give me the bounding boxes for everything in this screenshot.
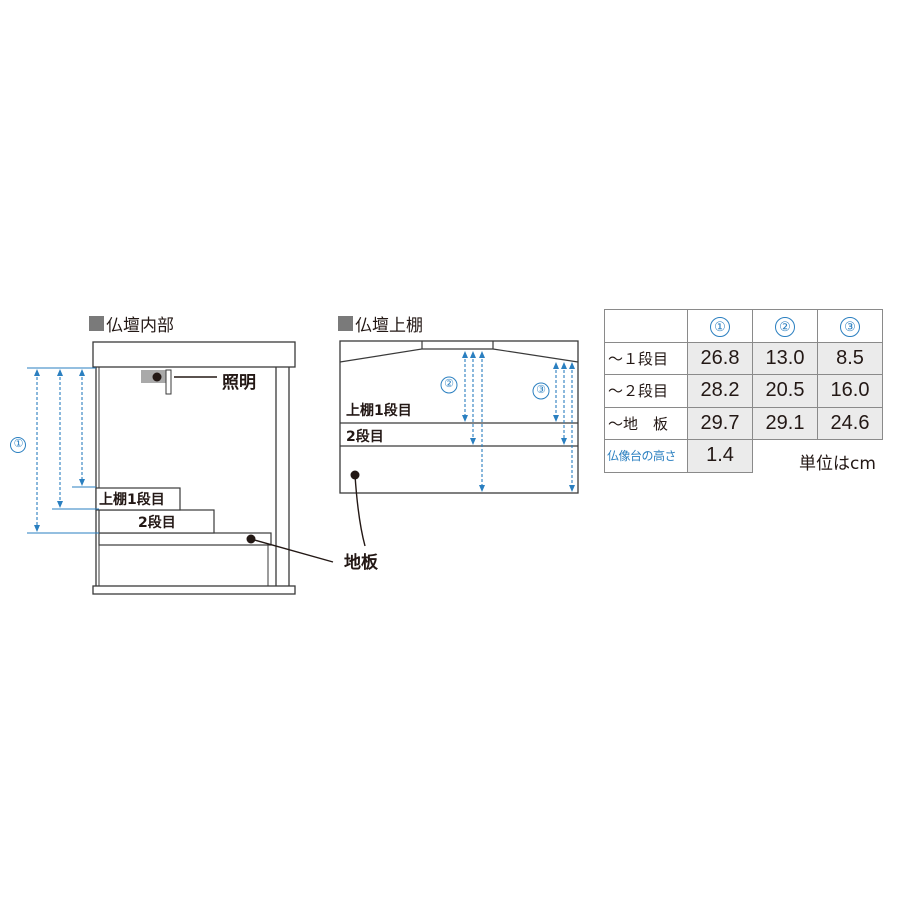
statue-base-value: 1.4 <box>687 439 753 473</box>
interior-dimension-arrows <box>36 372 83 529</box>
upper-marker-2: ② <box>444 378 454 390</box>
upper-shelf-heading-text: 仏壇上棚 <box>355 316 423 336</box>
table-cell: 24.6 <box>817 406 883 440</box>
header-marker-3: ③ <box>840 317 860 338</box>
upper-floor-leader-line <box>354 474 366 547</box>
table-cell: 28.2 <box>687 374 753 408</box>
interior-top-board <box>92 341 296 368</box>
upper-shelf-arch <box>339 341 579 363</box>
header-marker-2: ② <box>775 317 795 338</box>
heading-square-icon <box>89 316 104 331</box>
table-empty-cell <box>752 439 883 472</box>
table-header-row: ① ② ③ <box>604 309 883 343</box>
row-label: ～地 板 <box>604 406 688 440</box>
light-label: 照明 <box>222 373 256 393</box>
table-header-cell: ③ <box>817 309 883 343</box>
table-row: ～１段目 26.8 13.0 8.5 <box>604 341 883 375</box>
table-header-cell: ② <box>752 309 818 343</box>
table-row: ～地 板 29.7 29.1 24.6 <box>604 406 883 440</box>
upper-marker-3: ③ <box>536 384 546 396</box>
light-dot-icon <box>152 372 162 382</box>
statue-base-label: 仏像台の高さ <box>604 439 688 473</box>
interior-shelf2-label: 2段目 <box>138 515 176 531</box>
table-cell: 26.8 <box>687 341 753 375</box>
interior-heading: 仏壇内部 <box>89 311 174 336</box>
header-marker-1: ① <box>710 317 730 338</box>
table-row: ～２段目 28.2 20.5 16.0 <box>604 374 883 408</box>
upper-shelf2-label: 2段目 <box>346 429 384 445</box>
table-row-statue-base: 仏像台の高さ 1.4 <box>604 439 883 473</box>
table-cell: 29.1 <box>752 406 818 440</box>
interior-heading-text: 仏壇内部 <box>106 316 174 336</box>
table-cell: 16.0 <box>817 374 883 408</box>
table-cell: 8.5 <box>817 341 883 375</box>
upper-shelf-heading: 仏壇上棚 <box>338 311 423 336</box>
marker-1-circle-icon <box>10 437 26 453</box>
table-header-cell: ① <box>687 309 753 343</box>
table-cell: 29.7 <box>687 406 753 440</box>
heading-square-icon <box>338 316 353 331</box>
unit-note: 単位はcm <box>799 454 876 474</box>
upper-dimension-arrows <box>464 354 573 489</box>
interior-shelf1-label: 上棚1段目 <box>99 492 165 508</box>
interior-step-1 <box>95 487 181 511</box>
marker-2-circle-icon <box>440 376 458 394</box>
floor-label: 地板 <box>344 553 378 573</box>
row-label: ～１段目 <box>604 341 688 375</box>
upper-shelf1-label: 上棚1段目 <box>346 403 412 419</box>
table-corner-cell <box>604 309 688 343</box>
dimension-table: ① ② ③ ～１段目 26.8 13.0 8.5 ～２段目 28.2 20.5 … <box>604 309 883 473</box>
interior-base <box>92 585 296 595</box>
floor-leader-line <box>250 538 334 563</box>
interior-arrowheads <box>34 369 85 532</box>
marker-3-circle-icon <box>532 382 550 400</box>
table-cell: 20.5 <box>752 374 818 408</box>
row-label: ～２段目 <box>604 374 688 408</box>
light-bracket <box>165 369 172 395</box>
upper-shelf-frame <box>339 340 579 494</box>
table-cell: 13.0 <box>752 341 818 375</box>
interior-marker-1: ① <box>13 438 24 450</box>
upper-arrowheads <box>462 351 575 492</box>
